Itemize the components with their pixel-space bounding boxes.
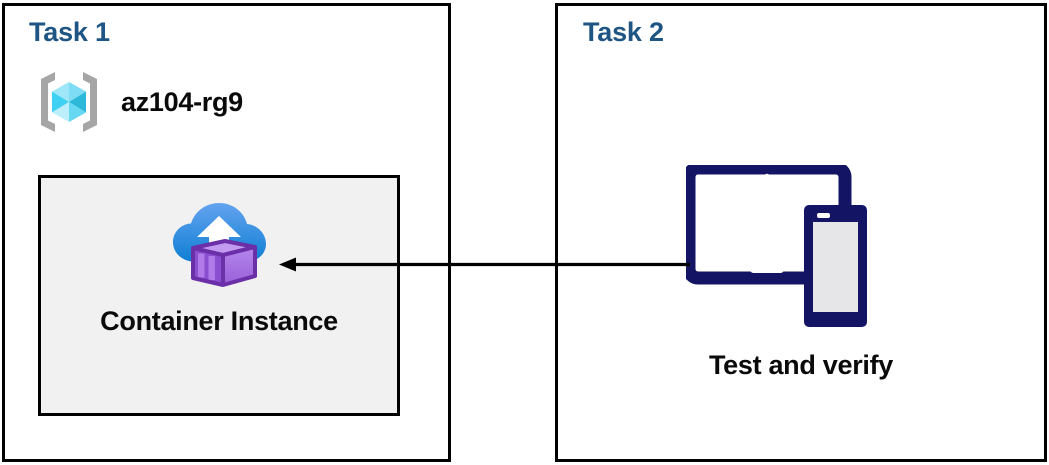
- task-2-title: Task 2: [583, 17, 664, 47]
- container-instance-label: Container Instance: [100, 306, 338, 336]
- task-1-title: Task 1: [29, 17, 110, 47]
- test-and-verify-label: Test and verify: [708, 350, 894, 380]
- azure-container-instance-icon: [173, 203, 266, 287]
- resource-group-label: az104-rg9: [121, 86, 243, 117]
- tablet-and-phone-icon: [686, 165, 867, 327]
- task-1-panel: [2, 3, 451, 462]
- container-instance-box: Container Instance: [38, 175, 400, 416]
- resource-group-row: az104-rg9: [33, 66, 243, 138]
- task-2-panel: [555, 3, 1047, 462]
- azure-resource-group-icon: [41, 72, 97, 132]
